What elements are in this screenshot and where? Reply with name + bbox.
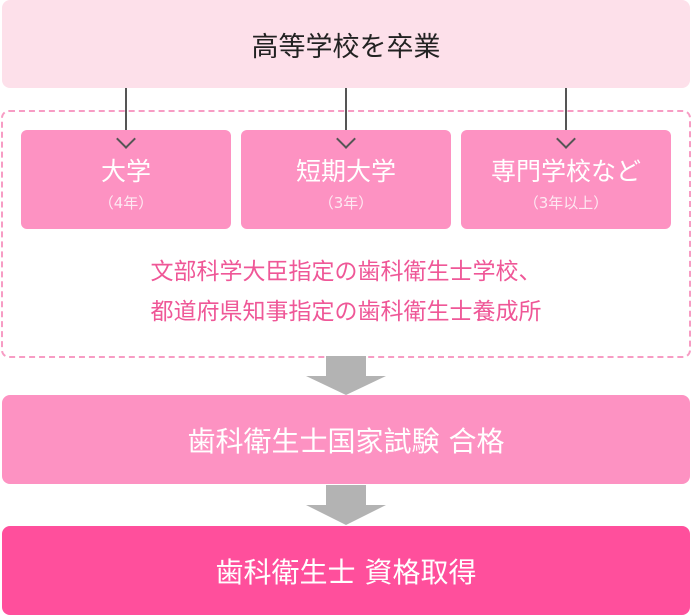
arrow-line-vocational	[565, 88, 567, 144]
school-years: （3年）	[318, 194, 374, 212]
final-label: 歯科衛生士 資格取得	[215, 555, 477, 589]
school-box-junior-college: 短期大学 （3年）	[241, 130, 451, 229]
school-name: 専門学校など	[490, 157, 641, 186]
license-acquired-box: 歯科衛生士 資格取得	[2, 526, 690, 615]
exam-label: 歯科衛生士国家試験 合格	[187, 424, 505, 458]
exam-pass-box: 歯科衛生士国家試験 合格	[2, 395, 690, 484]
note-line-1: 文部科学大臣指定の歯科衛生士学校、	[150, 259, 542, 285]
arrow-line-junior-college	[345, 88, 347, 144]
school-name: 短期大学	[295, 157, 396, 186]
down-arrow-icon	[306, 356, 386, 395]
school-name: 大学	[100, 157, 151, 186]
school-years: （4年）	[98, 194, 154, 212]
start-label: 高等学校を卒業	[251, 31, 441, 63]
arrow-line-university	[125, 88, 127, 144]
school-box-university: 大学 （4年）	[21, 130, 231, 229]
school-box-vocational: 専門学校など （3年以上）	[461, 130, 671, 229]
note-line-2: 都道府県知事指定の歯科衛生士養成所	[150, 299, 542, 325]
down-arrow-icon	[306, 485, 386, 525]
start-box-high-school: 高等学校を卒業	[2, 0, 690, 88]
school-designation-note: 文部科学大臣指定の歯科衛生士学校、 都道府県知事指定の歯科衛生士養成所	[0, 252, 692, 332]
school-years: （3年以上）	[523, 194, 609, 212]
